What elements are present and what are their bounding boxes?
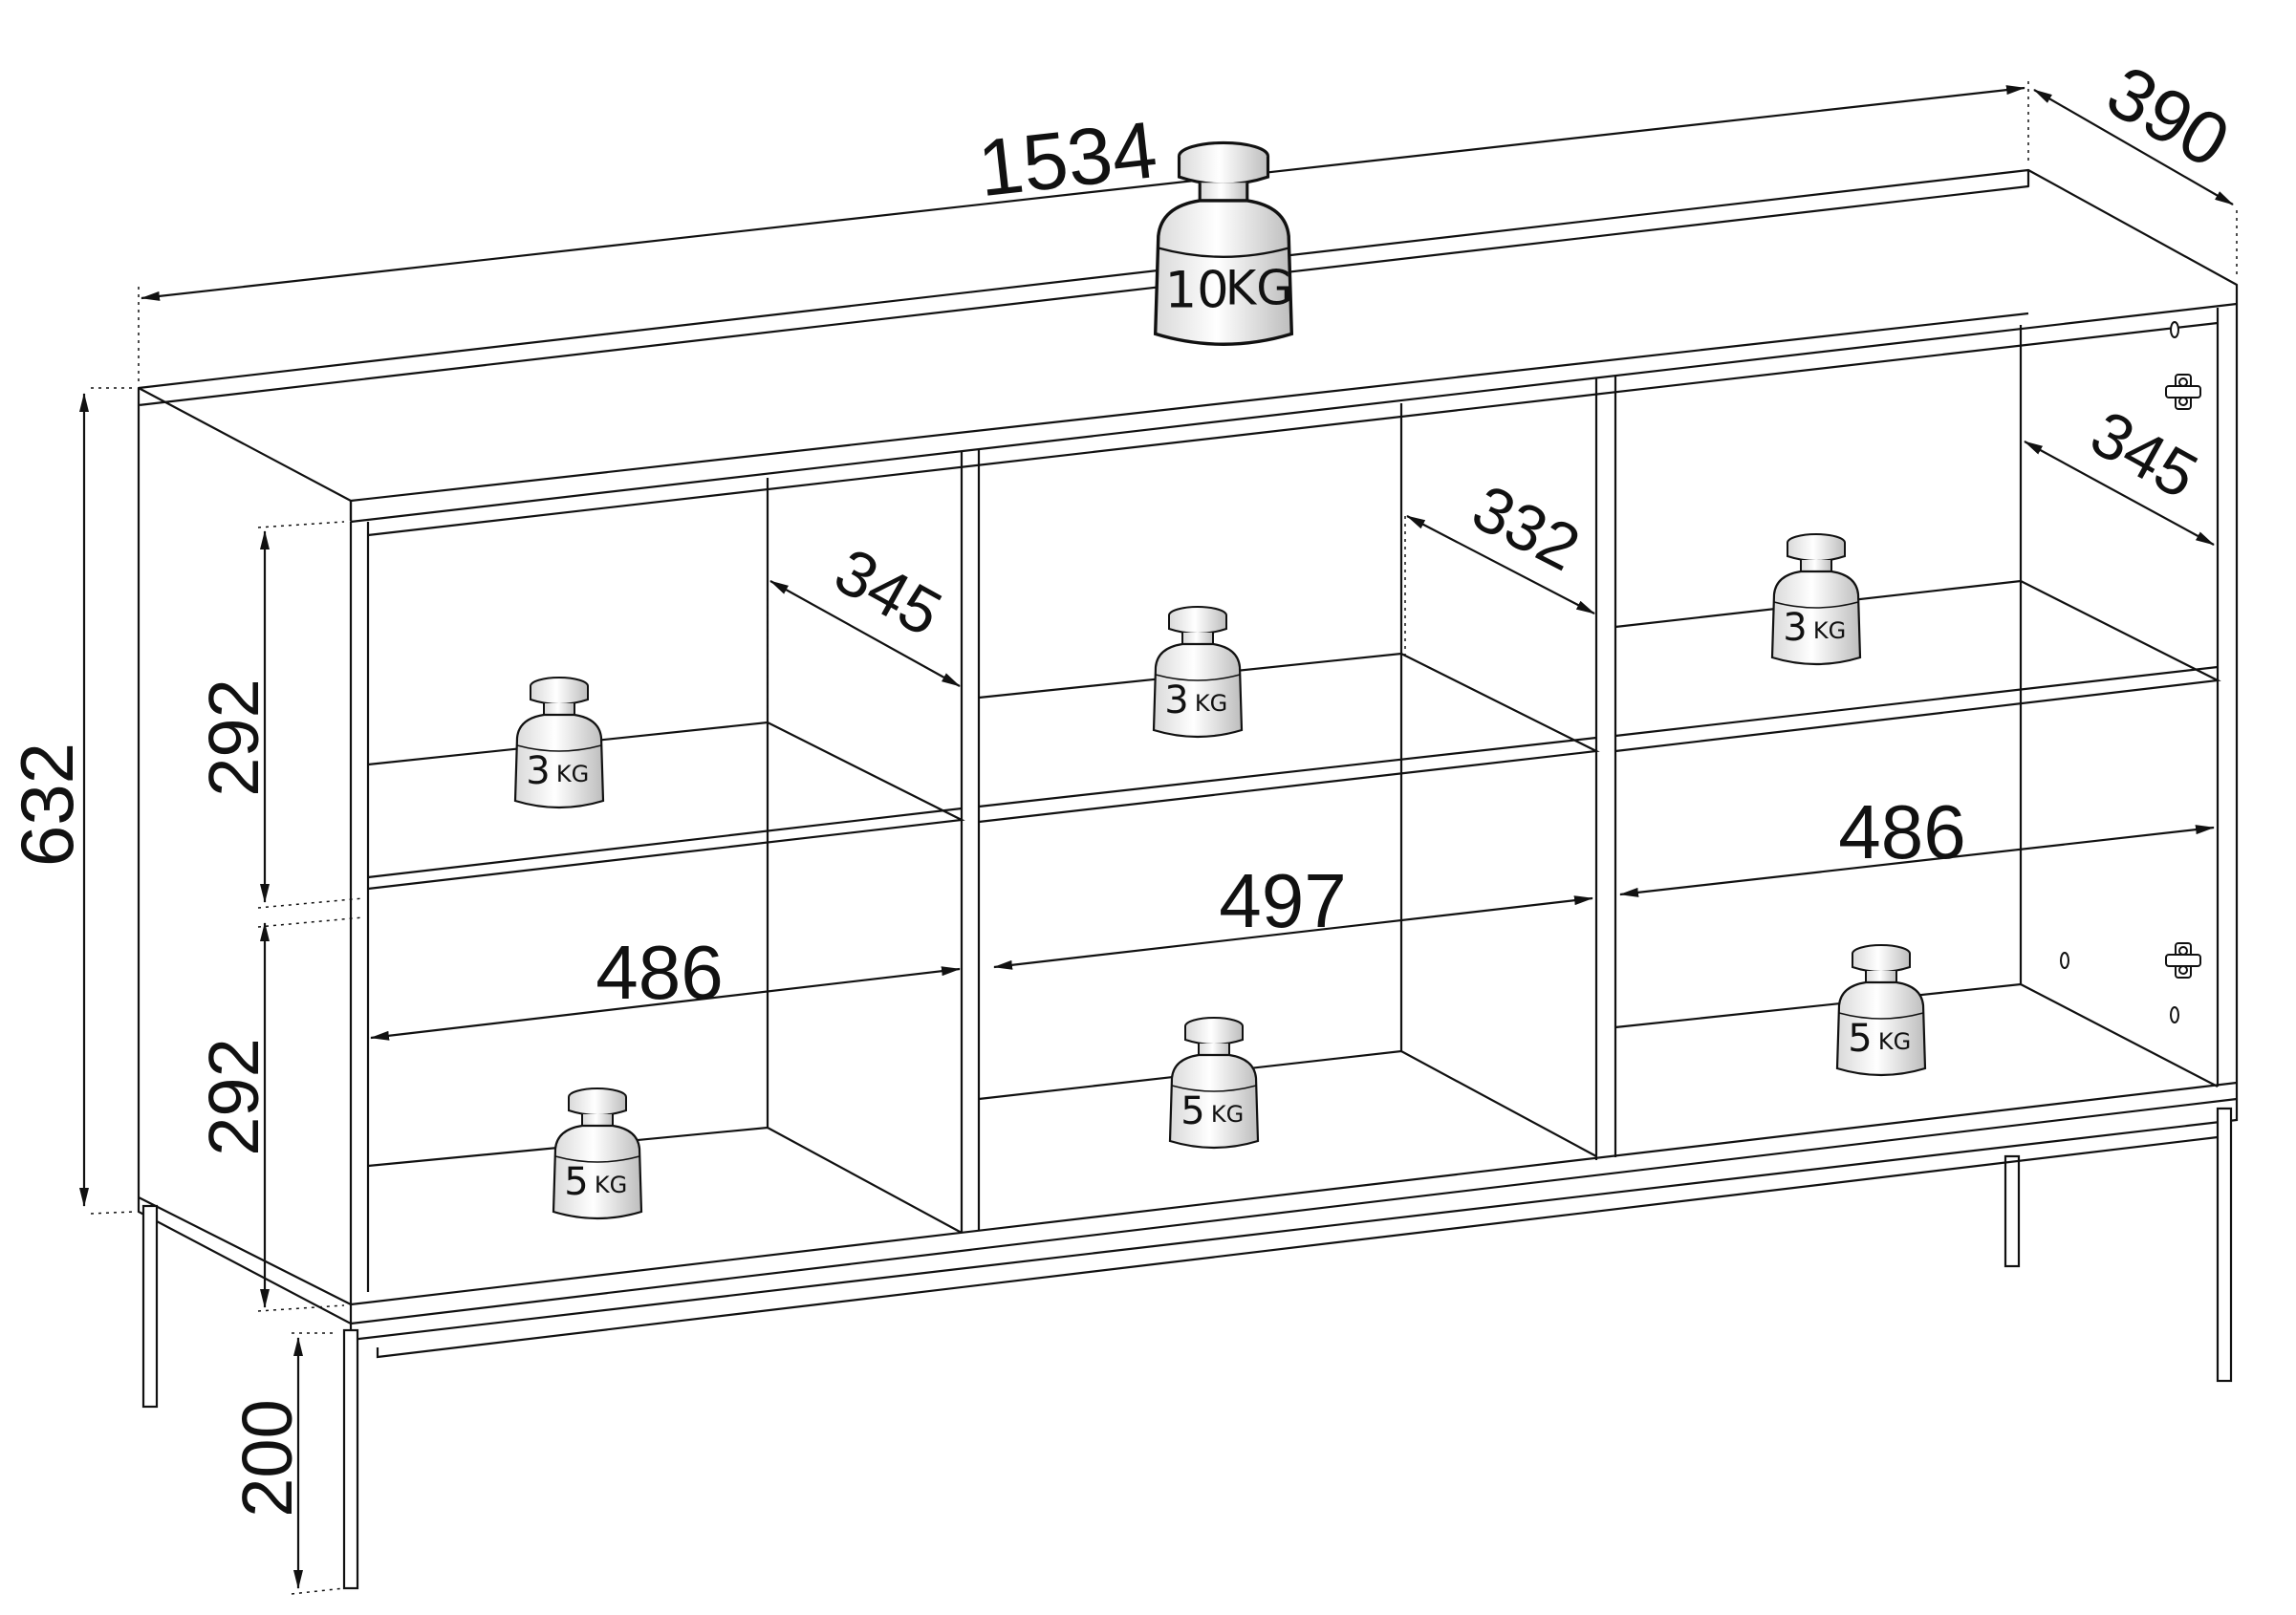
partition-left	[960, 449, 981, 1233]
leg-crossbar	[376, 1135, 2219, 1359]
label-overall-width: 1534	[974, 104, 1161, 213]
back-top-line	[367, 321, 2219, 537]
weight-icon: 5 KG	[1168, 1017, 1260, 1150]
weight-unit: KG	[1878, 1028, 1911, 1055]
weight-number: 3	[526, 749, 550, 793]
left-side-panel	[137, 405, 353, 1306]
dimension-lines	[79, 81, 2238, 1595]
bottom-plinth	[349, 1083, 2239, 1325]
weight-number: 5	[1848, 1017, 1872, 1061]
label-lower-height: 292	[194, 1038, 273, 1155]
weight-number: 3	[1783, 606, 1807, 650]
cabinet-body	[137, 168, 2239, 1325]
dimension-arrow-icon	[1619, 825, 2215, 897]
weight-unit: KG	[1225, 260, 1293, 315]
label-overall-height: 632	[5, 743, 89, 867]
label-right-depth: 345	[2079, 397, 2209, 512]
leg-back-right	[2004, 1154, 2021, 1268]
bottom-middle	[978, 1049, 1597, 1157]
dimension-arrow-icon	[2033, 89, 2234, 205]
dimension-arrow-icon	[1406, 515, 1595, 614]
hinge-icon	[2165, 942, 2201, 979]
top-surface	[138, 312, 2029, 503]
shelf-middle	[978, 652, 1600, 824]
leg-front-right	[2216, 1107, 2233, 1383]
weight-unit: KG	[595, 1172, 627, 1198]
door-hole-lower	[2060, 952, 2069, 969]
weight-number: 10	[1165, 262, 1229, 320]
weight-unit: KG	[1195, 690, 1227, 717]
label-left-width: 486	[596, 930, 723, 1015]
hinge-icon	[2165, 374, 2201, 410]
weight-unit: KG	[1813, 617, 1846, 644]
leg-back-left	[141, 1204, 159, 1409]
leg-front-left	[342, 1328, 359, 1590]
label-leg-height: 200	[227, 1399, 307, 1517]
weight-unit: KG	[1211, 1101, 1244, 1128]
partitions	[766, 325, 2023, 1233]
label-overall-depth: 390	[2093, 49, 2243, 183]
partition-right	[1594, 377, 1617, 1160]
label-right-width: 486	[1838, 789, 1965, 874]
label-middle-depth: 332	[1462, 471, 1592, 585]
extension-lines	[90, 81, 2238, 1595]
weight-icon: 5 KG	[552, 1087, 643, 1220]
dimension-arrow-icon	[370, 966, 961, 1041]
shelf-left	[367, 721, 965, 891]
dimension-arrow-icon	[141, 85, 2025, 301]
weight-number: 3	[1164, 678, 1188, 722]
legs	[137, 1099, 2239, 1590]
door-hole-top	[2170, 321, 2179, 338]
dimension-arrow-icon	[993, 895, 1593, 970]
weight-unit: KG	[556, 761, 589, 787]
shelf-right	[1614, 579, 2221, 753]
weight-icon: 3 KG	[1152, 606, 1244, 739]
dimension-arrow-icon	[2024, 441, 2215, 546]
weight-number: 5	[1180, 1089, 1204, 1133]
label-middle-width: 497	[1219, 858, 1346, 943]
label-upper-height: 292	[194, 678, 273, 796]
label-left-depth: 345	[823, 534, 953, 650]
bottom-left	[367, 1126, 963, 1234]
bottom-right	[1614, 982, 2219, 1087]
bottom-front-line	[350, 1081, 2238, 1306]
dimension-arrow-icon	[769, 580, 961, 687]
door-hole-bottom	[2170, 1006, 2179, 1023]
hinges	[2060, 321, 2201, 1023]
weight-number: 5	[564, 1160, 588, 1204]
dimension-labels: 1534 390 632 292 292 200 345 332 345 486…	[5, 49, 2243, 1518]
top-slab	[137, 168, 2030, 407]
